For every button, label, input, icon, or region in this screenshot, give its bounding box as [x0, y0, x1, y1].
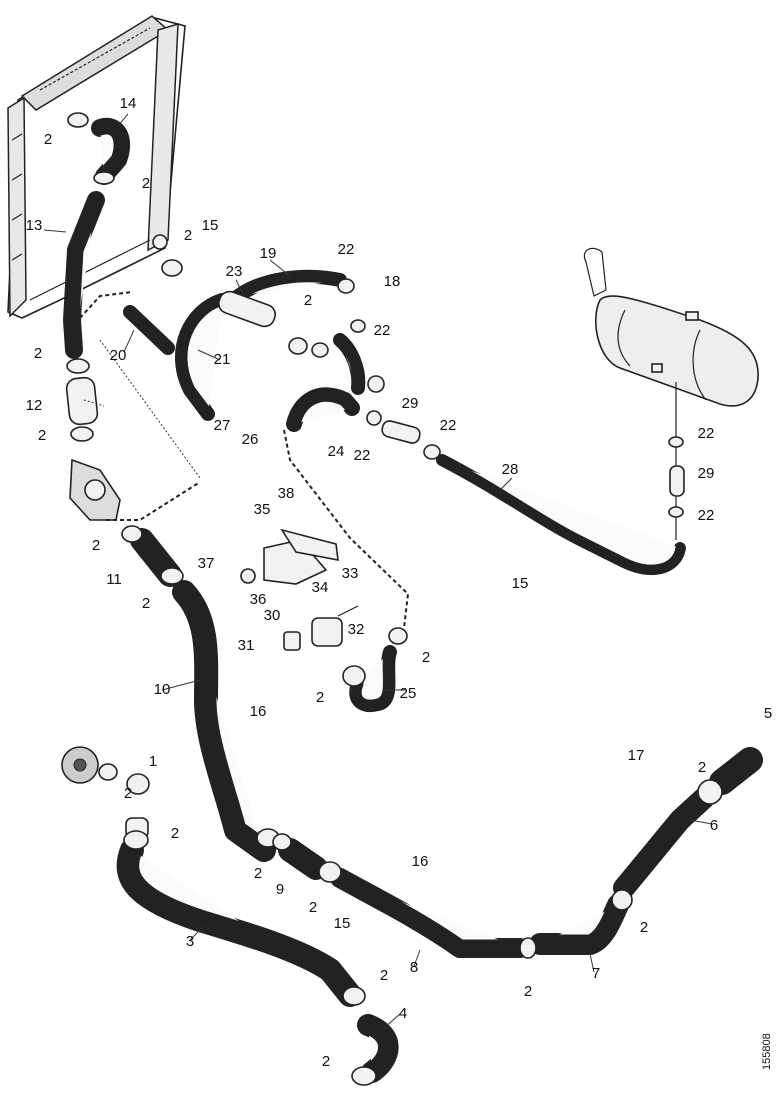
hose-clamps [66, 112, 723, 1086]
callout-label: 2 [304, 292, 312, 309]
callout-label: 6 [710, 817, 718, 834]
callout-labels: 1222222222222222222234567891011121314151… [26, 95, 773, 1070]
callout-label: 2 [184, 227, 192, 244]
callout-label: 22 [354, 447, 371, 464]
callout-label: 11 [106, 571, 122, 588]
callout-label: 27 [214, 417, 231, 434]
callout-label: 22 [698, 425, 715, 442]
callout-label: 2 [254, 865, 262, 882]
callout-label: 29 [402, 395, 419, 412]
callout-label: 33 [342, 565, 359, 582]
callout-label: 23 [226, 263, 243, 280]
callout-label: 2 [640, 919, 648, 936]
callout-label: 5 [764, 705, 772, 722]
callout-label: 12 [26, 397, 43, 414]
callout-label: 19 [260, 245, 277, 262]
water-pump-flange [61, 746, 99, 784]
callout-label: 34 [312, 579, 329, 596]
callout-label: 13 [26, 217, 43, 234]
callout-label: 31 [238, 637, 255, 654]
callout-label: 22 [698, 507, 715, 524]
callout-label: 2 [698, 759, 706, 776]
drawing-reference-number: 155808 [761, 1033, 773, 1070]
callout-label: 24 [328, 443, 345, 460]
callout-label: 2 [422, 649, 430, 666]
expansion-tank [583, 247, 759, 540]
callout-label: 22 [440, 417, 457, 434]
callout-label: 2 [124, 785, 132, 802]
callout-label: 22 [374, 322, 391, 339]
callout-label: 1 [149, 753, 157, 770]
callout-label: 2 [316, 689, 324, 706]
callout-label: 2 [44, 131, 52, 148]
callout-label: 21 [214, 351, 231, 368]
callout-label: 4 [399, 1005, 407, 1022]
callout-label: 28 [502, 461, 519, 478]
callout-label: 16 [250, 703, 267, 720]
callout-label: 18 [384, 273, 401, 290]
hoses [63, 117, 763, 1083]
callout-label: 16 [412, 853, 429, 870]
callout-label: 22 [338, 241, 355, 258]
callout-label: 3 [186, 933, 194, 950]
callout-label: 15 [202, 217, 219, 234]
callout-label: 2 [309, 899, 317, 916]
callout-label: 26 [242, 431, 259, 448]
callout-label: 2 [380, 967, 388, 984]
callout-label: 2 [322, 1053, 330, 1070]
callout-label: 36 [250, 591, 267, 608]
callout-label: 2 [524, 983, 532, 1000]
callout-label: 14 [120, 95, 137, 112]
callout-label: 2 [38, 427, 46, 444]
callout-label: 38 [278, 485, 295, 502]
callout-label: 2 [92, 537, 100, 554]
valve-bracket-group [240, 528, 359, 651]
callout-label: 35 [254, 501, 271, 518]
callout-label: 2 [171, 825, 179, 842]
thermostat-housing [69, 458, 121, 521]
callout-label: 37 [198, 555, 215, 572]
callout-label: 2 [34, 345, 42, 362]
callout-label: 25 [400, 685, 417, 702]
callout-label: 17 [628, 747, 645, 764]
callout-label: 2 [142, 175, 150, 192]
radiator [7, 15, 186, 319]
callout-label: 15 [334, 915, 351, 932]
dashed-routes [79, 291, 410, 629]
callout-label: 30 [264, 607, 281, 624]
callout-label: 15 [512, 575, 529, 592]
callout-label: 32 [348, 621, 365, 638]
callout-label: 29 [698, 465, 715, 482]
callout-label: 10 [154, 681, 171, 698]
callout-label: 20 [110, 347, 127, 364]
leader-lines [43, 113, 713, 1029]
callout-label: 2 [142, 595, 150, 612]
callout-label: 8 [410, 959, 418, 976]
callout-label: 7 [592, 965, 600, 982]
callout-label: 9 [276, 881, 284, 898]
